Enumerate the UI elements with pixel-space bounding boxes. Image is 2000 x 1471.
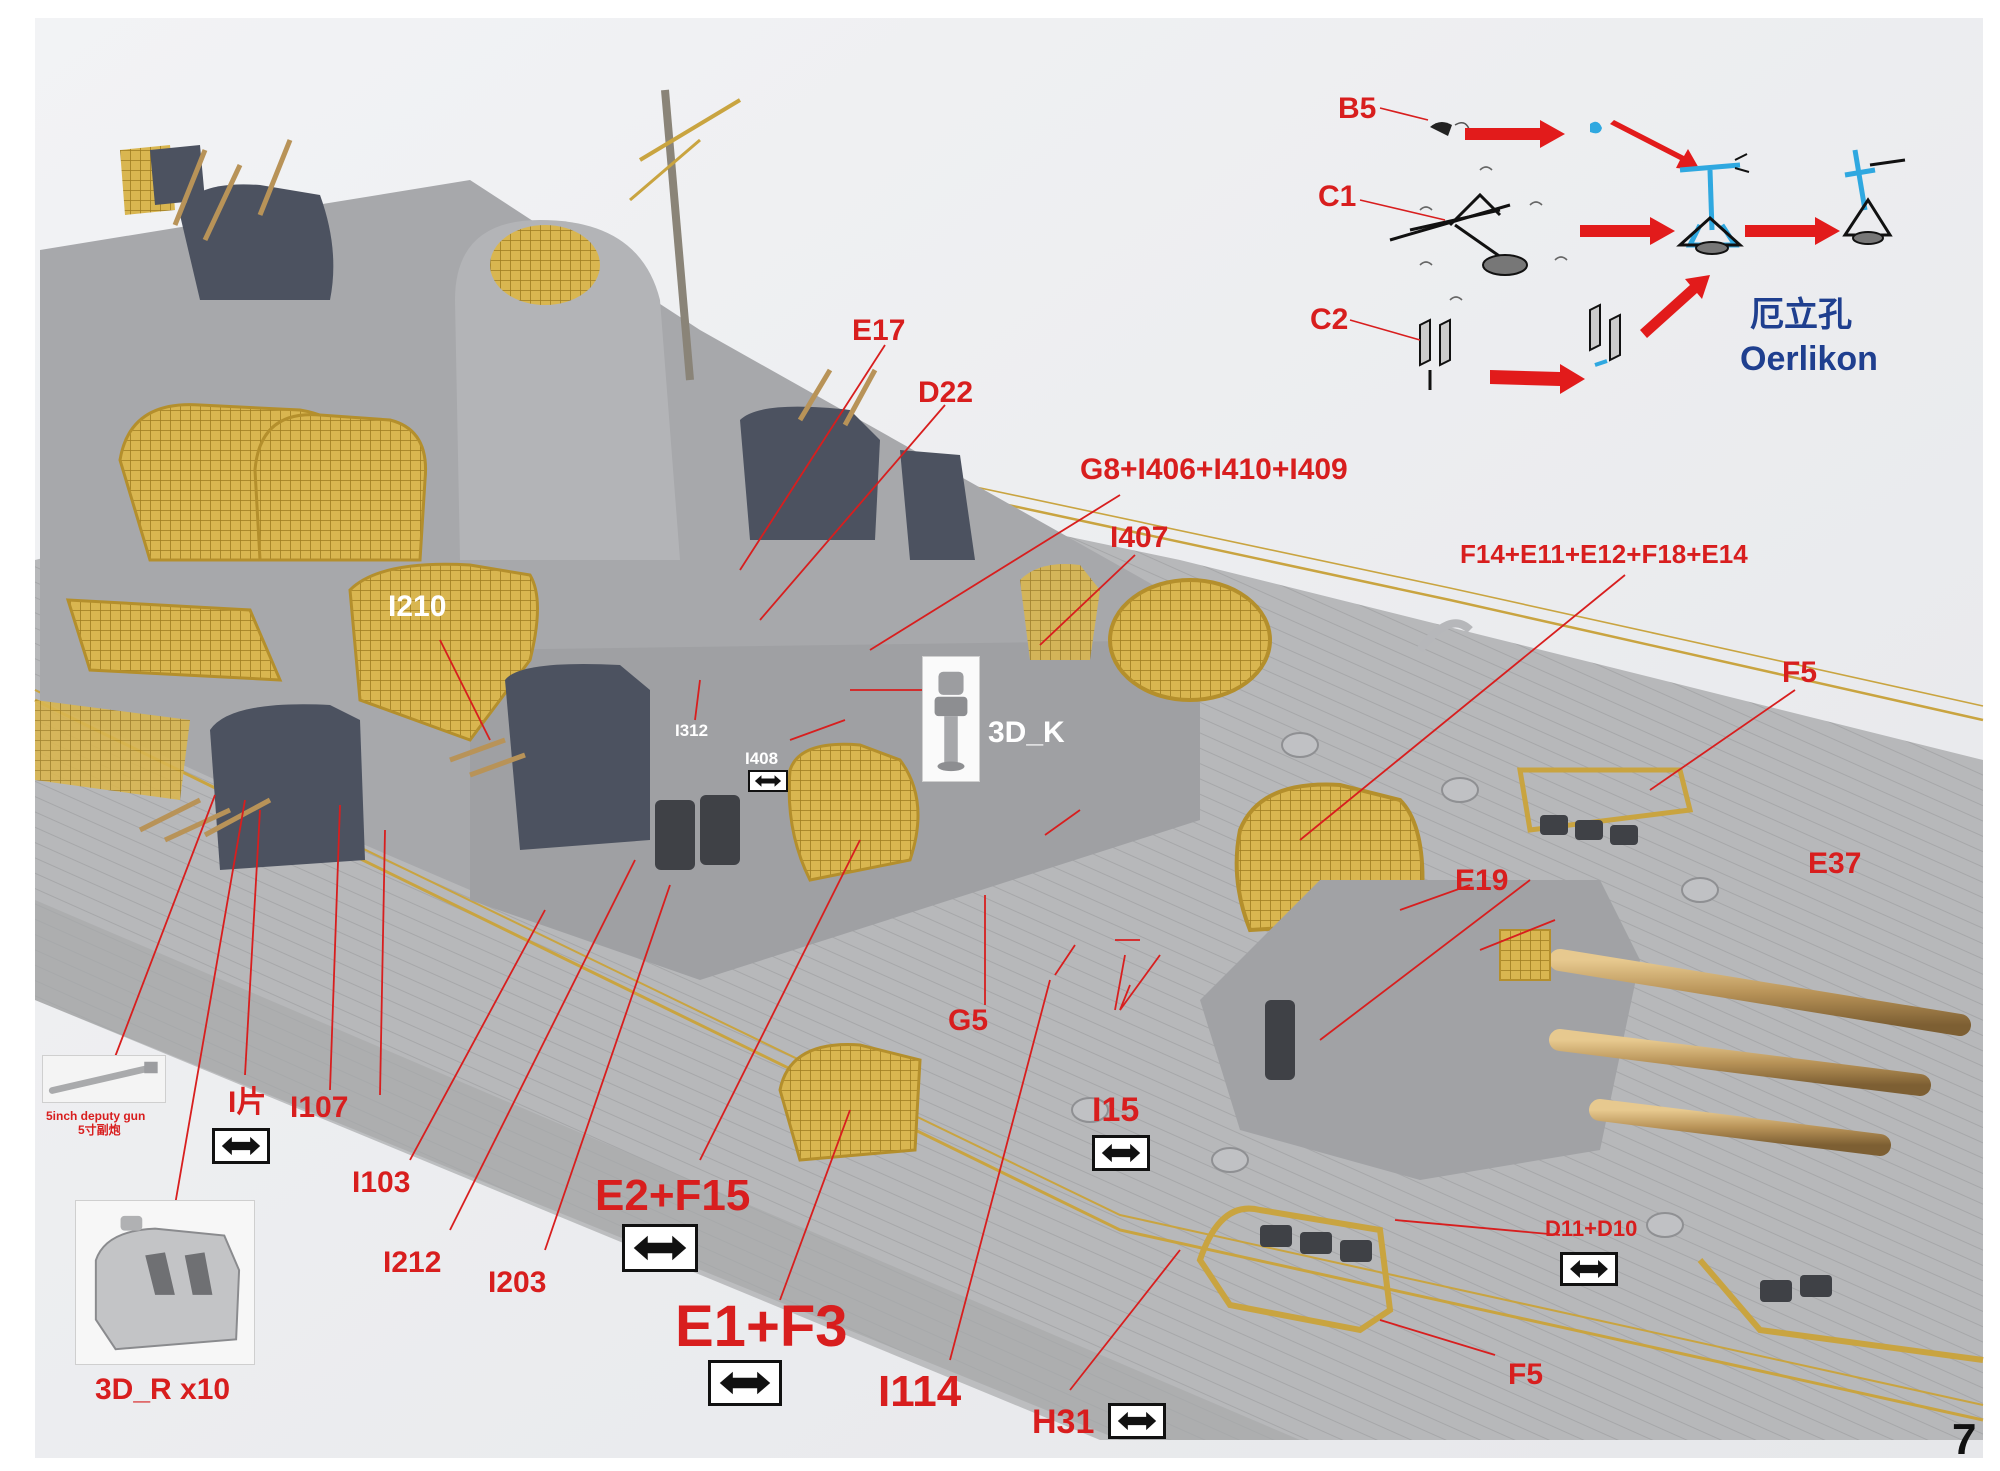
oerlikon-title-cn: 厄立孔 (1750, 296, 1852, 334)
part-label-e17: E17 (852, 314, 906, 347)
gun-caption-cn: 5寸副炮 (78, 1123, 121, 1137)
oerlikon-title-en: Oerlikon (1740, 340, 1878, 378)
swap-icon-e1-f3 (708, 1360, 782, 1406)
turret-3dr-icon (94, 1215, 241, 1351)
turret-3dr-inset (75, 1200, 255, 1365)
part-label-e2-f15: E2+F15 (595, 1171, 751, 1220)
swap-icon-d11-d10 (1560, 1252, 1618, 1286)
swap-icon-h31 (1108, 1403, 1166, 1439)
part-label-i408: I408 (745, 749, 779, 768)
module-3dk-inset (922, 656, 980, 782)
part-label-i107: I107 (290, 1091, 349, 1124)
part-label-g8-group: G8+I406+I410+I409 (1080, 453, 1348, 486)
part-label-c1: C1 (1318, 180, 1357, 213)
page-number: 7 (1952, 1415, 1977, 1464)
secondary-gun-inset (42, 1055, 166, 1103)
part-label-i203: I203 (488, 1266, 547, 1299)
part-label-i-pian: I片 (228, 1086, 267, 1119)
part-label-i103: I103 (352, 1166, 411, 1199)
part-label-g5: G5 (948, 1004, 989, 1037)
swap-icon-e2-f15 (622, 1224, 698, 1272)
part-label-i210: I210 (388, 590, 447, 623)
part-label-d22: D22 (918, 376, 974, 409)
part-label-i15: I15 (1092, 1091, 1140, 1129)
part-label-h31: H31 (1032, 1403, 1095, 1441)
part-label-d11-d10: D11+D10 (1545, 1216, 1638, 1241)
swap-icon-i408 (748, 770, 788, 792)
part-label-i407: I407 (1110, 521, 1169, 554)
swap-icon-i-pian (212, 1128, 270, 1164)
part-label-3dk: 3D_K (988, 716, 1065, 749)
part-label-f14-group: F14+E11+E12+F18+E14 (1460, 539, 1748, 569)
part-label-c2: C2 (1310, 303, 1349, 336)
3dk-figure-icon (934, 671, 968, 772)
barrel-part-icon (48, 1061, 158, 1094)
part-label-f5-bottom: F5 (1508, 1358, 1544, 1391)
part-label-i114: I114 (878, 1367, 962, 1416)
gun-caption-en: 5inch deputy gun (46, 1109, 146, 1123)
part-label-e37: E37 (1808, 847, 1862, 880)
swap-icon-i15 (1092, 1135, 1150, 1171)
part-label-f5-top: F5 (1782, 656, 1818, 689)
part-label-e19: E19 (1455, 864, 1509, 897)
part-label-i212: I212 (383, 1246, 442, 1279)
part-label-b5: B5 (1338, 92, 1377, 125)
part-label-e1-f3: E1+F3 (675, 1294, 848, 1359)
part-label-i312: I312 (675, 721, 709, 740)
turret-3dr-caption: 3D_R x10 (95, 1373, 231, 1406)
